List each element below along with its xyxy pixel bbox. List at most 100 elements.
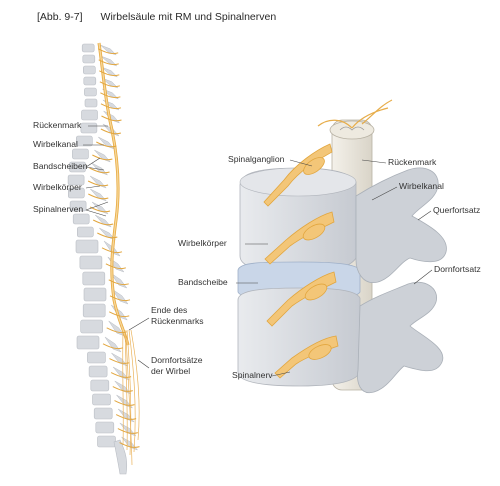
spinal-nerve-root: [109, 358, 130, 364]
spine-segment-detail: [237, 99, 447, 394]
spinal-nerve-root: [109, 311, 130, 318]
vertebra: [67, 174, 85, 186]
spinous-process: [95, 214, 112, 228]
spinous-process: [107, 256, 125, 273]
vertebra: [83, 65, 96, 75]
spinous-process: [101, 77, 119, 89]
vertebra: [69, 200, 87, 212]
vertebra: [83, 287, 107, 302]
vertebra: [81, 109, 98, 121]
spinous-process: [121, 436, 139, 451]
vertebra: [83, 76, 97, 86]
vertebra: [72, 213, 90, 225]
spinal-nerve-root: [119, 442, 140, 448]
spinous-process: [100, 55, 117, 67]
spinal-nerve-root: [108, 279, 129, 286]
spinal-nerve-root: [109, 295, 131, 302]
label-wirbelkanal-right: Wirbelkanal: [399, 181, 444, 191]
spinal-nerve-root: [97, 48, 119, 55]
vertebra: [80, 122, 98, 134]
vertebra: [87, 351, 106, 364]
spinal-nerves-detail: [263, 143, 339, 379]
label-wirbelkoerper-right: Wirbelkörper: [178, 238, 227, 248]
spinous-process: [89, 175, 107, 189]
left-labels: Rückenmark Wirbelkanal Bandscheiben Wirb…: [33, 120, 204, 376]
spinal-nerve-root: [105, 263, 127, 270]
spinous-process: [101, 66, 118, 78]
spinal-nerve-root: [101, 115, 122, 122]
spinal-nerve-root: [96, 141, 117, 148]
vertebra: [76, 135, 93, 147]
spinous-process: [116, 394, 134, 409]
spinal-nerve-root: [117, 428, 138, 434]
figure-caption: [Abb. 9-7] Wirbelsäule mit RM und Spinal…: [37, 11, 276, 23]
spinous-process: [98, 136, 115, 150]
label-spinalganglion: Spinalganglion: [228, 154, 285, 164]
spinal-nerve-root: [97, 232, 118, 239]
spinal-nerve-root: [102, 343, 124, 350]
spinous-process: [100, 44, 117, 56]
label-bandscheibe: Bandscheibe: [178, 277, 228, 287]
spinal-nerve-root: [99, 70, 120, 77]
spinal-nerve-root: [99, 81, 121, 88]
spinous-process: [119, 422, 137, 437]
figure-title: Wirbelsäule mit RM und Spinalnerven: [100, 11, 277, 23]
spinal-nerve-root: [92, 154, 113, 161]
label-spinalnerven: Spinalnerven: [33, 204, 83, 214]
vertebra: [82, 303, 106, 318]
vertebra: [88, 365, 108, 378]
label-wirbelkoerper-left: Wirbelkörper: [33, 182, 82, 192]
label-rueckenmark-left: Rückenmark: [33, 120, 82, 130]
spinal-nerve-root: [114, 400, 135, 406]
spinal-nerve-root: [100, 92, 121, 99]
spinal-nerve-root: [92, 219, 114, 226]
spinal-nerve-root: [106, 327, 127, 334]
vertebra: [97, 435, 116, 448]
vertebra: [79, 255, 103, 270]
vertebra: [84, 98, 98, 108]
spinous-process: [94, 149, 111, 163]
label-querfortsatz: Querfortsatz: [433, 205, 480, 215]
vertebra: [68, 187, 85, 199]
spinal-nerve-root: [112, 386, 133, 392]
spinal-nerve-root: [98, 59, 119, 66]
coccyx: [113, 439, 128, 475]
spinous-process: [91, 201, 109, 215]
spinal-nerve-root: [110, 372, 132, 378]
vertebra: [84, 87, 97, 97]
vertebra: [81, 43, 95, 53]
spinal-cord-lateral: [97, 42, 140, 466]
label-dornfortsatz: Dornfortsatz: [434, 264, 481, 274]
vertebra: [82, 271, 106, 286]
label-bandscheiben: Bandscheiben: [33, 161, 88, 171]
vertebra: [76, 335, 100, 350]
vertebra: [69, 161, 86, 173]
label-rueckenmark-right: Rückenmark: [388, 157, 437, 167]
vertebra: [72, 148, 89, 160]
vertebra: [75, 239, 99, 254]
spinal-nerve-root: [101, 247, 123, 254]
spinal-nerve-root: [88, 193, 109, 200]
figure-number: [Abb. 9-7]: [37, 11, 83, 23]
whole-spine: [67, 43, 139, 475]
vertebra: [82, 54, 96, 64]
right-labels: Spinalganglion Rückenmark Wirbelkanal Qu…: [178, 154, 481, 380]
spinal-nerve-root: [100, 103, 122, 110]
vertebra: [77, 226, 94, 238]
label-ende-line2: Rückenmarks: [151, 316, 204, 326]
vertebra: [80, 319, 103, 334]
spinal-nerve-root: [115, 414, 137, 420]
vertebral-arch-lower: [357, 281, 444, 394]
spinous-process: [104, 336, 122, 353]
label-dorn-line2: der Wirbel: [151, 366, 190, 376]
label-wirbelkanal-left: Wirbelkanal: [33, 139, 78, 149]
label-dorn-line1: Dornfortsätze: [151, 355, 203, 365]
vertebra: [92, 393, 111, 406]
vertebra: [95, 421, 115, 434]
label-ende-line1: Ende des: [151, 305, 187, 315]
spinal-nerve-root: [87, 180, 109, 187]
spinal-nerves-lateral: [87, 48, 140, 448]
spinal-nerve-root: [89, 167, 110, 174]
spinous-process: [111, 352, 129, 367]
